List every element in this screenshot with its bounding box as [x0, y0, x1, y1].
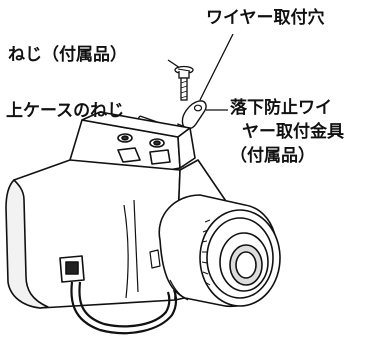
- leader-wire-hole: [199, 33, 234, 101]
- screw-accessory-icon: [174, 65, 194, 101]
- leader-screw: [167, 59, 181, 69]
- label-bracket-line2: ヤー取付金具: [242, 122, 344, 142]
- label-bracket-line1: 落下防止ワイ: [230, 98, 332, 118]
- label-wire-hole: ワイヤー取付穴: [206, 8, 325, 28]
- label-top-case-screw: 上ケースのねじ: [6, 101, 125, 121]
- label-bracket-line3: （付属品）: [230, 146, 315, 166]
- label-screw-accessory: ねじ（付属品）: [8, 45, 127, 65]
- camera-body: [5, 111, 281, 335]
